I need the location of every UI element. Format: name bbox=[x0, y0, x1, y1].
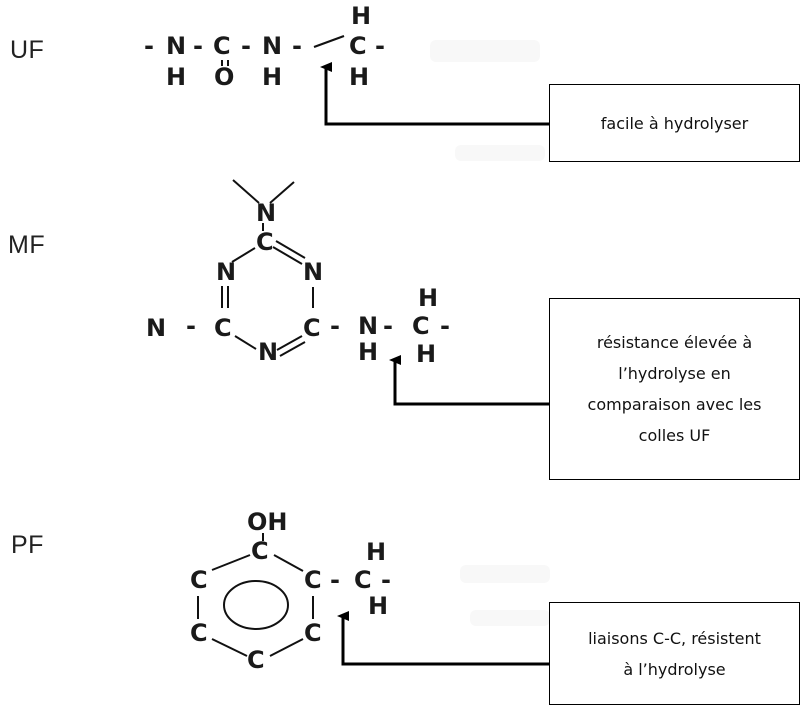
pf-bond-5 bbox=[211, 638, 248, 657]
mf-atom-n-left: N bbox=[216, 258, 236, 286]
uf-callout-line-1: facile à hydrolyser bbox=[600, 113, 749, 133]
pf-atom-oh: OH bbox=[247, 508, 288, 536]
mf-callout-box: résistance élevée à l’hydrolyse en compa… bbox=[549, 298, 800, 480]
pf-atom-c2: C bbox=[190, 566, 208, 594]
pf-atom-h-top: H bbox=[366, 538, 386, 566]
pf-aromatic-ring bbox=[223, 580, 289, 630]
uf-atom-n1: N bbox=[166, 32, 186, 60]
mf-atom-n-bottom: N bbox=[258, 338, 278, 366]
pf-atom-c1: C bbox=[251, 537, 269, 565]
mf-atom-n-sub: N bbox=[146, 314, 166, 342]
pf-dash-1: - bbox=[330, 566, 340, 594]
uf-dash-1: - bbox=[144, 32, 154, 60]
mf-callout-line-3: comparaison avec les bbox=[587, 395, 762, 414]
mf-bond-ring-6a bbox=[276, 335, 303, 351]
mf-atom-c-left: C bbox=[214, 314, 232, 342]
mf-bond-ring-5 bbox=[234, 335, 257, 350]
uf-callout-text: facile à hydrolyser bbox=[601, 108, 748, 139]
mf-callout-line-4: colles UF bbox=[638, 426, 711, 445]
pf-atom-c5: C bbox=[304, 619, 322, 647]
uf-atom-c: C bbox=[213, 32, 231, 60]
mf-dash-3: - bbox=[383, 312, 393, 340]
mf-atom-n-chain: N bbox=[358, 312, 378, 340]
mf-bond-ring-2a bbox=[272, 246, 303, 265]
uf-atom-h1: H bbox=[166, 63, 186, 91]
mf-bond-ring-1 bbox=[231, 247, 256, 263]
pf-bond-1 bbox=[211, 554, 251, 571]
mf-arrow bbox=[389, 355, 549, 406]
uf-arrow bbox=[320, 62, 549, 126]
pf-callout-text: liaisons C-C, résistent à l’hydrolyse bbox=[588, 623, 761, 685]
pf-arrow bbox=[337, 611, 549, 666]
mf-dash-1: - bbox=[186, 312, 196, 340]
mf-atom-h-top: H bbox=[418, 284, 438, 312]
scan-noise-3 bbox=[460, 565, 550, 583]
pf-label: PF bbox=[11, 531, 44, 559]
mf-callout-line-2: l’hydrolyse en bbox=[618, 364, 731, 383]
mf-atom-c-right: C bbox=[303, 314, 321, 342]
uf-dash-4: - bbox=[292, 32, 302, 60]
mf-callout-line-1: résistance élevée à bbox=[596, 333, 753, 352]
mf-callout-text: résistance élevée à l’hydrolyse en compa… bbox=[588, 327, 762, 451]
mf-atom-c-top: C bbox=[256, 228, 274, 256]
mf-dash-2: - bbox=[330, 312, 340, 340]
pf-callout-box: liaisons C-C, résistent à l’hydrolyse bbox=[549, 602, 800, 705]
pf-atom-c-chain: C bbox=[354, 566, 372, 594]
pf-bond-2 bbox=[273, 554, 304, 572]
scan-noise-4 bbox=[470, 610, 550, 626]
pf-bond-6 bbox=[269, 638, 304, 657]
mf-atom-h-c: H bbox=[416, 340, 436, 368]
uf-atom-h3: H bbox=[349, 63, 369, 91]
mf-structure: N C N N C C N N - - N - C - H H H bbox=[146, 179, 450, 368]
pf-atom-c3: C bbox=[304, 566, 322, 594]
pf-dash-2: - bbox=[381, 566, 391, 594]
mf-bond-ring-2b bbox=[275, 240, 306, 259]
uf-dash-5: - bbox=[375, 32, 385, 60]
uf-atom-h4: H bbox=[351, 2, 371, 30]
pf-atom-c6: C bbox=[247, 646, 265, 674]
pf-atom-h-bottom: H bbox=[368, 592, 388, 620]
pf-callout-line-1: liaisons C-C, résistent bbox=[588, 628, 761, 648]
mf-bond-ring-6b bbox=[279, 341, 306, 357]
mf-dash-4: - bbox=[440, 312, 450, 340]
uf-dash-3: - bbox=[241, 32, 251, 60]
uf-callout-box: facile à hydrolyser bbox=[549, 84, 800, 162]
mf-label: MF bbox=[8, 231, 46, 259]
mf-atom-h-n: H bbox=[358, 338, 378, 366]
mf-bond-top-left bbox=[232, 179, 260, 204]
uf-dash-2: - bbox=[193, 32, 203, 60]
pf-structure: OH C C C C C C - C - H H bbox=[190, 508, 391, 674]
mf-bond-top-right bbox=[269, 181, 295, 204]
mf-atom-n-top: N bbox=[256, 199, 276, 227]
uf-structure: - N - C - N - C - H O H H H bbox=[144, 2, 385, 91]
pf-callout-line-2: à l’hydrolyse bbox=[623, 659, 726, 679]
scan-noise-1 bbox=[430, 40, 540, 62]
mf-atom-n-right: N bbox=[303, 258, 323, 286]
scan-noise-2 bbox=[455, 145, 545, 161]
pf-atom-c4: C bbox=[190, 619, 208, 647]
uf-atom-o: O bbox=[214, 63, 234, 91]
uf-bond-n-c bbox=[313, 34, 345, 49]
uf-label: UF bbox=[10, 36, 45, 64]
uf-atom-h2: H bbox=[262, 63, 282, 91]
mf-atom-c-chain: C bbox=[412, 312, 430, 340]
uf-atom-n2: N bbox=[262, 32, 282, 60]
uf-atom-c2: C bbox=[349, 32, 367, 60]
